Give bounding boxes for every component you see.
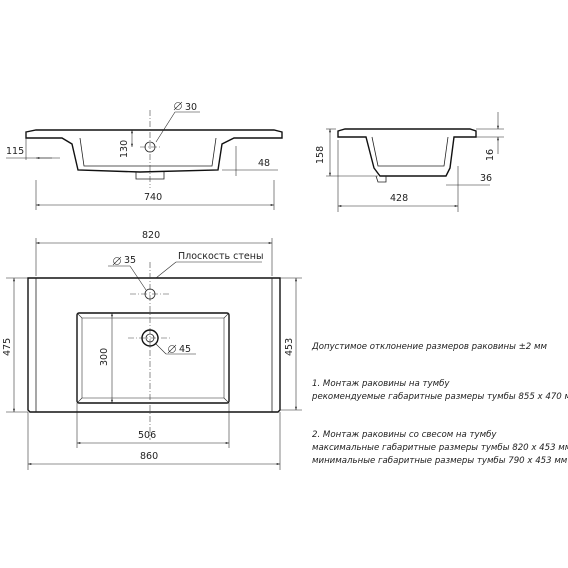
top-width-label: 820 [142, 230, 160, 241]
side-height-label: 158 [315, 146, 326, 164]
top-view-drain-inner [145, 333, 155, 343]
front-hole-height-label: 130 [119, 140, 130, 158]
top-bowl-width-label: 506 [138, 430, 156, 441]
top-view-tap-hole [144, 288, 156, 300]
note-mount1-line: рекомендуемые габаритные размеры тумбы 8… [311, 392, 568, 402]
front-view-outline [25, 129, 283, 173]
side-view-bowl-inner [371, 136, 449, 167]
front-left-thickness-label: 115 [6, 146, 24, 157]
side-view: 158 16 36 428 [315, 112, 504, 212]
front-right-offset-label: 48 [258, 158, 270, 169]
note-mount2-min: минимальные габаритные размеры тумбы 790… [312, 456, 568, 466]
top-view: 820 35 Плоскость стены 475 300 45 453 [2, 230, 302, 470]
note-mount2-title: 2. Монтаж раковины со свесом на тумбу [312, 430, 497, 440]
top-depth-right-label: 453 [284, 338, 295, 356]
top-tap-diameter-label: 35 [124, 255, 136, 266]
note-tolerance: Допустимое отклонение размеров раковины … [311, 342, 547, 352]
side-depth-label: 428 [390, 193, 408, 204]
top-bowl-depth-label: 300 [99, 348, 110, 366]
note-mount2-max: максимальные габаритные размеры тумбы 82… [312, 443, 568, 453]
wall-plane-label: Плоскость стены [178, 251, 264, 262]
front-hole-diameter-label: 30 [185, 102, 197, 113]
side-view-outline [337, 128, 477, 177]
notes: Допустимое отклонение размеров раковины … [311, 342, 568, 466]
side-view-drain [375, 175, 387, 183]
top-view-bowl [76, 312, 230, 404]
front-view-bowl-inner [79, 137, 217, 167]
top-drain-diameter-label: 45 [179, 344, 191, 355]
note-mount1-title: 1. Монтаж раковины на тумбу [312, 379, 450, 389]
front-bowl-width-label: 740 [144, 192, 162, 203]
top-depth-left-label: 475 [2, 338, 13, 356]
front-view: 30 130 115 48 740 [6, 101, 283, 210]
top-total-width-label: 860 [140, 451, 158, 462]
side-bottom-offset-label: 36 [480, 173, 492, 184]
side-top-thickness-label: 16 [485, 149, 496, 161]
top-view-drain-outer [141, 329, 159, 347]
